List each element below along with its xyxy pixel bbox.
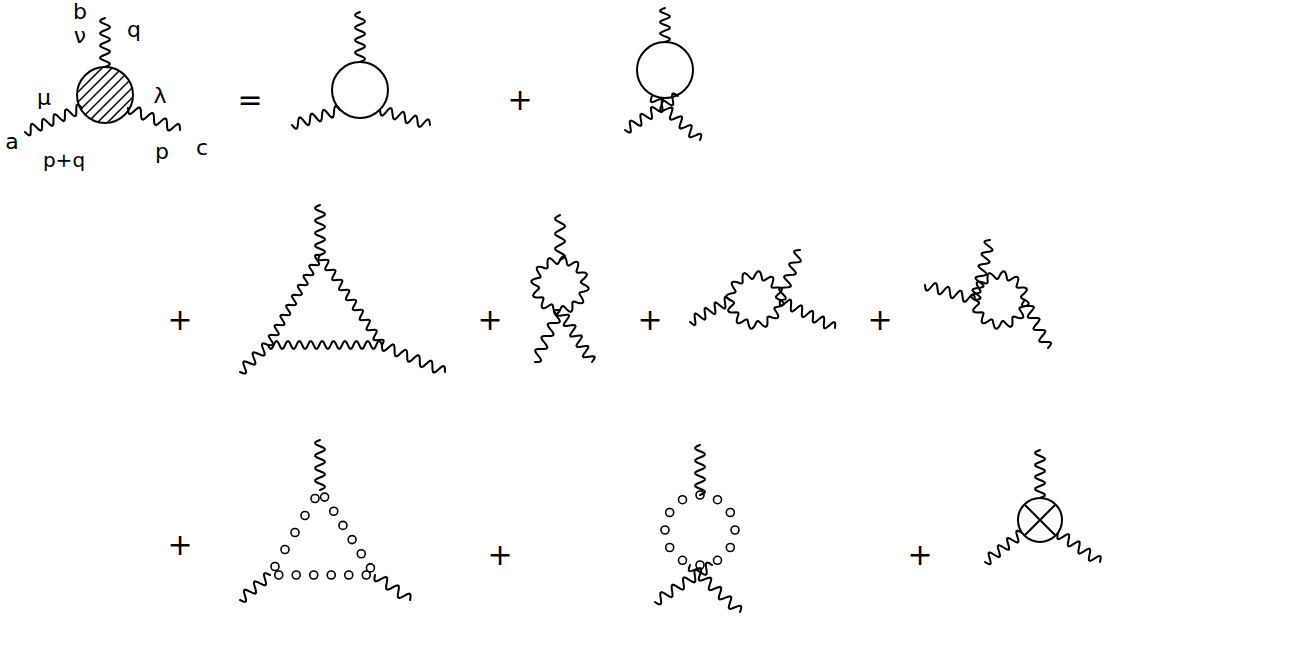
gluon-line xyxy=(690,297,730,325)
gluon-line xyxy=(779,250,801,300)
operator-sign: = xyxy=(237,85,262,115)
ghost-dot xyxy=(271,563,279,571)
gluon-line xyxy=(655,562,712,604)
ghost-dot xyxy=(301,512,309,520)
ghost-dot xyxy=(310,571,318,579)
gluon-line xyxy=(380,108,430,127)
operator-sign: + xyxy=(487,540,512,570)
index-label: q xyxy=(127,19,141,41)
gluon-line xyxy=(128,107,180,130)
gluon-line xyxy=(972,240,992,300)
gluon-line xyxy=(555,215,565,260)
index-label: p+q xyxy=(43,150,85,170)
ghost-dot xyxy=(661,526,669,534)
operator-sign: + xyxy=(167,530,192,560)
ghost-dot xyxy=(330,507,338,515)
gluon-line xyxy=(1057,533,1100,562)
ghost-dot xyxy=(321,493,329,501)
ghost-dot xyxy=(292,571,300,579)
index-label: ν xyxy=(74,25,86,47)
gluon-line xyxy=(651,96,702,140)
ghost-dot xyxy=(731,526,739,534)
index-label: p xyxy=(155,141,169,163)
hatch-line xyxy=(115,65,175,125)
ghost-dot xyxy=(345,571,353,579)
gluon-line xyxy=(780,300,835,329)
gluon-line xyxy=(985,531,1022,565)
ghost-dot xyxy=(666,544,674,552)
gluon-loop xyxy=(726,271,783,328)
ghost-dot xyxy=(666,509,674,517)
ghost-dot xyxy=(339,521,347,529)
gluon-line xyxy=(925,283,975,302)
gluon-line xyxy=(689,565,742,612)
index-label: a xyxy=(5,131,18,153)
ghost-dot xyxy=(726,509,734,517)
counterterm-vertex xyxy=(1018,498,1062,542)
gluon-line xyxy=(315,205,325,255)
hatch-line xyxy=(15,65,75,125)
gluon-loop xyxy=(268,255,320,345)
ghost-dot xyxy=(275,571,283,579)
gluon-line xyxy=(625,93,678,132)
ghost-dot xyxy=(348,536,356,544)
gluon-line xyxy=(240,343,268,373)
hatch-line xyxy=(135,65,195,125)
ghost-dot xyxy=(291,529,299,537)
fermion-loop xyxy=(637,42,693,98)
ghost-dot xyxy=(679,556,687,564)
ghost-dot xyxy=(327,571,335,579)
index-label: μ xyxy=(37,87,51,109)
ghost-dot xyxy=(726,544,734,552)
gluon-line xyxy=(1022,300,1051,348)
gluon-line xyxy=(1035,450,1045,498)
operator-sign: + xyxy=(637,305,662,335)
gluon-line xyxy=(660,8,670,42)
gluon-line xyxy=(315,440,325,490)
gluon-loop xyxy=(268,341,382,349)
operator-sign: + xyxy=(507,85,532,115)
gluon-line xyxy=(535,310,560,362)
gluon-loop xyxy=(318,255,384,345)
hatch-line xyxy=(95,65,155,125)
operator-sign: + xyxy=(867,305,892,335)
gluon-line xyxy=(292,106,340,129)
gluon-line xyxy=(695,445,705,495)
index-label: b xyxy=(73,1,87,23)
gluon-line xyxy=(25,105,82,136)
gluon-line xyxy=(382,344,445,372)
ghost-dot xyxy=(366,564,374,572)
gluon-loop xyxy=(531,256,588,313)
counterterm-cross xyxy=(1025,505,1055,535)
ghost-dot xyxy=(311,495,319,503)
gluon-line xyxy=(100,18,110,67)
ghost-dot xyxy=(714,556,722,564)
gluon-line xyxy=(240,573,270,602)
gluon-line xyxy=(355,12,365,62)
ghost-dot xyxy=(714,496,722,504)
gluon-line xyxy=(374,575,410,600)
operator-sign: + xyxy=(477,305,502,335)
ghost-dot xyxy=(679,496,687,504)
ghost-dot xyxy=(357,550,365,558)
ghost-dot xyxy=(281,546,289,554)
operator-sign: + xyxy=(907,540,932,570)
gluon-loop xyxy=(971,271,1028,328)
gluon-line xyxy=(557,310,595,362)
index-label: λ xyxy=(153,85,166,107)
counterterm-cross xyxy=(1025,505,1055,535)
operator-sign: + xyxy=(167,305,192,335)
index-label: c xyxy=(196,137,208,159)
hatch-line xyxy=(125,65,185,125)
